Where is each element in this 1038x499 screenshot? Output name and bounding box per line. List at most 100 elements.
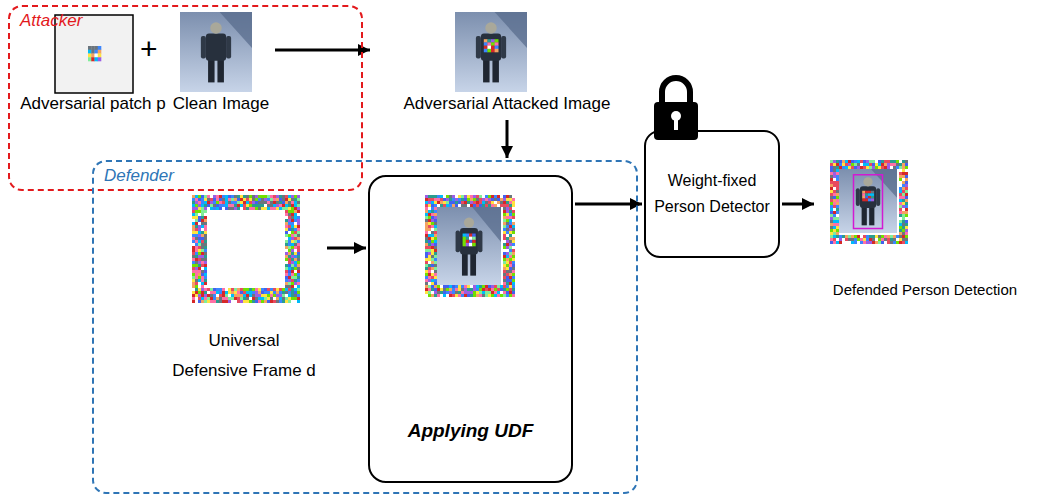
noise-cell	[851, 160, 854, 163]
noise-cell	[255, 291, 258, 294]
noise-cell	[506, 234, 509, 237]
noise-cell	[902, 226, 905, 229]
noise-cell	[431, 279, 434, 282]
noise-cell	[488, 285, 491, 288]
noise-cell	[899, 193, 902, 196]
noise-cell	[509, 261, 512, 264]
noise-cell	[833, 181, 836, 184]
noise-cell	[291, 279, 294, 282]
noise-cell	[195, 240, 198, 243]
noise-cell	[512, 276, 515, 279]
noise-cell	[425, 291, 428, 294]
noise-cell	[294, 243, 297, 246]
noise-cell	[905, 169, 908, 172]
noise-cell	[243, 204, 246, 207]
noise-cell	[509, 228, 512, 231]
noise-cell	[291, 291, 294, 294]
noise-cell	[509, 246, 512, 249]
noise-cell	[234, 288, 237, 291]
noise-cell	[461, 291, 464, 294]
noise-cell	[512, 249, 515, 252]
noise-cell	[431, 264, 434, 267]
noise-cell	[899, 223, 902, 226]
photo-ground	[437, 207, 501, 285]
noise-cell	[509, 207, 512, 210]
noise-cell	[506, 282, 509, 285]
noise-cell	[458, 294, 461, 297]
noise-cell	[461, 198, 464, 201]
noise-cell	[425, 267, 428, 270]
noise-cell	[198, 240, 201, 243]
arrow-connector	[327, 247, 366, 250]
noise-cell	[512, 264, 515, 267]
noise-cell	[482, 294, 485, 297]
noise-cell	[210, 288, 213, 291]
noise-cell	[225, 294, 228, 297]
patch-cell	[98, 54, 102, 58]
noise-cell	[276, 288, 279, 291]
noise-cell	[240, 288, 243, 291]
noise-cell	[869, 238, 872, 241]
noise-cell	[219, 204, 222, 207]
noise-cell	[506, 237, 509, 240]
noise-cell	[428, 219, 431, 222]
noise-cell	[288, 240, 291, 243]
noise-cell	[195, 246, 198, 249]
noise-cell	[872, 163, 875, 166]
noise-cell	[195, 300, 198, 303]
noise-cell	[425, 198, 428, 201]
noise-cell	[833, 190, 836, 193]
noise-cell	[461, 288, 464, 291]
noise-cell	[896, 160, 899, 163]
noise-cell	[830, 190, 833, 193]
noise-cell	[258, 201, 261, 204]
noise-cell	[219, 288, 222, 291]
noise-cell	[449, 201, 452, 204]
noise-cell	[512, 282, 515, 285]
noise-cell	[491, 195, 494, 198]
noise-cell	[902, 190, 905, 193]
noise-cell	[225, 201, 228, 204]
caption: Adversarial patch p	[20, 94, 166, 114]
noise-cell	[243, 198, 246, 201]
noise-cell	[291, 270, 294, 273]
patch-cell	[491, 42, 495, 46]
noise-cell	[270, 300, 273, 303]
noise-cell	[255, 288, 258, 291]
noise-cell	[231, 291, 234, 294]
noise-cell	[243, 288, 246, 291]
noise-cell	[836, 160, 839, 163]
noise-cell	[249, 195, 252, 198]
noise-cell	[222, 204, 225, 207]
noise-cell	[890, 238, 893, 241]
noise-cell	[237, 300, 240, 303]
noise-cell	[249, 288, 252, 291]
noise-cell	[830, 187, 833, 190]
noise-cell	[506, 198, 509, 201]
noise-cell	[869, 235, 872, 238]
noise-cell	[225, 291, 228, 294]
noise-cell	[833, 241, 836, 244]
photo-ground	[455, 12, 527, 92]
noise-cell	[833, 184, 836, 187]
image-node: Adversarial Attacked Image	[372, 5, 642, 118]
patch-cell	[88, 46, 92, 50]
noise-cell	[246, 207, 249, 210]
noise-cell	[225, 204, 228, 207]
noise-cell	[509, 270, 512, 273]
noise-cell	[896, 241, 899, 244]
noise-cell	[836, 232, 839, 235]
noise-cell	[512, 267, 515, 270]
noise-cell	[875, 241, 878, 244]
noise-cell	[884, 166, 887, 169]
noise-cell	[428, 267, 431, 270]
clean-image	[180, 12, 252, 92]
noise-cell	[195, 282, 198, 285]
noise-cell	[434, 201, 437, 204]
noise-cell	[285, 294, 288, 297]
noise-cell	[476, 294, 479, 297]
noise-cell	[854, 160, 857, 163]
noise-cell	[434, 276, 437, 279]
noise-cell	[198, 222, 201, 225]
noise-cell	[434, 255, 437, 258]
